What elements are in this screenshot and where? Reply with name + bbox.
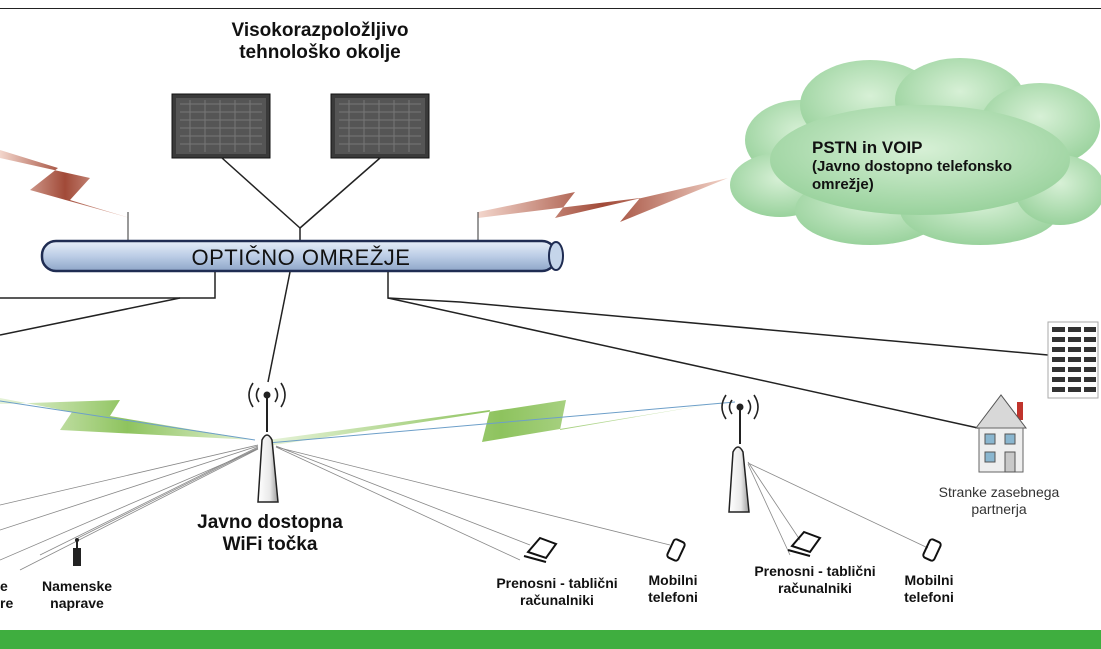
laptops-label-2: Prenosni - tablični računalniki (754, 563, 876, 596)
dedicated-devices-label: Namenske naprave (41, 578, 113, 611)
laptops-label-1: Prenosni - tablični računalniki (496, 575, 618, 608)
optical-network-label: OPTIČNO OMREŽJE (191, 245, 411, 270)
server-right (330, 93, 430, 159)
mobiles-label-2: Mobilni telefoni (904, 572, 954, 605)
server-left (171, 93, 271, 159)
wifi-links-2 (747, 461, 929, 556)
datacenter-label: Visokorazpoložljivo tehnološko okolje (231, 20, 409, 64)
mobiles-label-1: Mobilni telefoni (648, 572, 698, 605)
mobile-phone-icon-2 (922, 538, 942, 562)
dedicated-device-icon (73, 538, 81, 566)
wifi-tower-2 (728, 403, 750, 513)
pstn-voip-label: PSTN in VOIP (Javno dostopno telefonsko … (812, 138, 1013, 193)
optical-network-pipe (40, 239, 564, 273)
lightning-right-red (478, 178, 728, 222)
private-partner-customers-label: Stranke zasebnega partnerja (938, 484, 1060, 517)
laptop-icon-2 (787, 530, 822, 557)
laptop-icon-1 (523, 536, 558, 563)
mobile-phone-icon-1 (666, 538, 686, 562)
office-building-icon (1047, 321, 1099, 399)
pstn-cloud (730, 58, 1101, 245)
footer-green-bar (0, 630, 1101, 649)
lightning-left-red (0, 150, 130, 218)
lightning-left-green (0, 398, 255, 440)
cut-off-left-label: e re (0, 578, 14, 611)
wifi-signal-icon-2 (721, 394, 759, 420)
house-icon (974, 394, 1028, 473)
public-wifi-label: Javno dostopna WiFi točka (197, 512, 343, 556)
wifi-signal-icon-1 (248, 382, 286, 408)
wifi-tower-1 (257, 391, 279, 503)
wifi-links-1 (0, 444, 671, 571)
top-border-line (0, 8, 1101, 9)
